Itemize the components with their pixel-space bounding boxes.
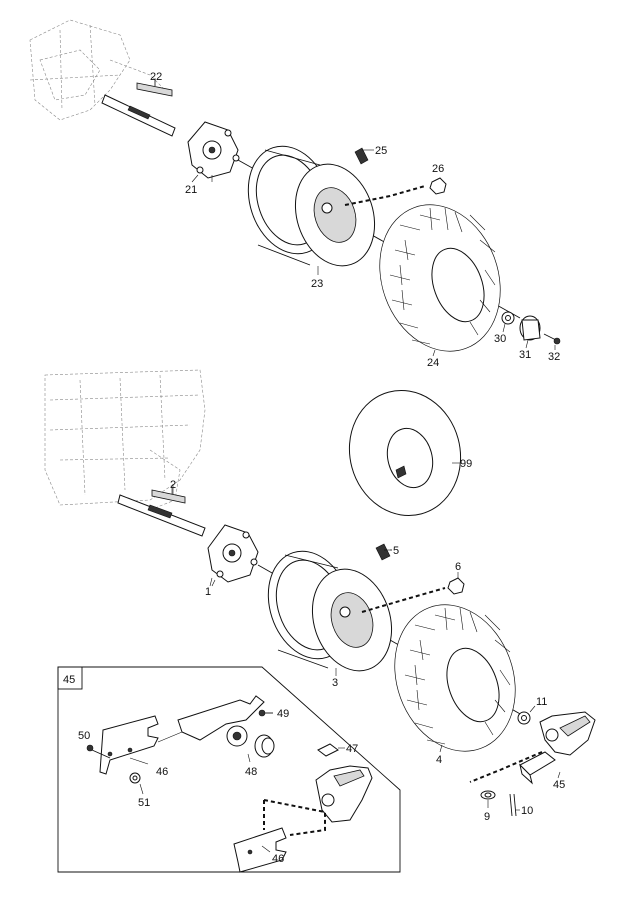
label-5: 5 <box>393 545 399 557</box>
label-3: 3 <box>332 677 338 689</box>
top-washer-30 <box>501 311 515 325</box>
inset-hinge-plate-46a <box>99 715 159 775</box>
inset-nut-51 <box>129 772 141 784</box>
top-cap-31 <box>519 315 541 341</box>
label-23: 23 <box>311 278 323 290</box>
inner-tube-99 <box>348 390 462 516</box>
label-49: 49 <box>277 708 289 720</box>
inset-bracket-plate <box>315 765 373 823</box>
bottom-rim-3 <box>267 550 393 672</box>
label-1: 1 <box>205 586 211 598</box>
label-31: 31 <box>519 349 531 361</box>
callout-labels: 22 21 25 26 23 24 30 31 32 99 2 5 6 1 3 … <box>63 71 565 865</box>
washer-9 <box>480 790 496 800</box>
washer-11 <box>517 711 531 725</box>
caster-bracket-45 <box>469 711 596 785</box>
bottom-tire-4 <box>394 604 516 752</box>
bottom-hub-1 <box>207 524 259 587</box>
label-25: 25 <box>375 145 387 157</box>
inset-caster-arm <box>157 695 265 747</box>
pin-10 <box>509 793 517 817</box>
label-24: 24 <box>427 357 439 369</box>
label-11: 11 <box>536 696 547 708</box>
top-hub-21 <box>187 121 240 182</box>
top-lug-nut-26 <box>344 177 447 206</box>
inset-screw-49 <box>258 709 273 717</box>
label-4: 4 <box>436 754 442 766</box>
label-9: 9 <box>484 811 490 823</box>
inset-bushing-48 <box>254 734 275 758</box>
top-valve-25 <box>354 147 374 165</box>
label-32: 32 <box>548 351 560 363</box>
label-99: 99 <box>460 458 472 470</box>
label-6: 6 <box>455 561 461 573</box>
bottom-valve-5 <box>375 543 392 561</box>
label-30: 30 <box>494 333 506 345</box>
label-26: 26 <box>432 163 444 175</box>
label-10: 10 <box>521 805 533 817</box>
label-47: 47 <box>346 743 358 755</box>
label-45: 45 <box>553 779 565 791</box>
label-21: 21 <box>185 184 197 196</box>
label-50: 50 <box>78 730 90 742</box>
inset-box <box>57 666 401 873</box>
inset-hinge-plate-46b <box>233 799 326 873</box>
label-51: 51 <box>138 797 150 809</box>
label-22: 22 <box>150 71 162 83</box>
label-46-b: 46 <box>272 853 284 865</box>
leader-lines <box>129 79 561 853</box>
top-frame-ghost <box>29 19 171 121</box>
label-46-a: 46 <box>156 766 168 778</box>
label-48: 48 <box>245 766 257 778</box>
top-axle-shaft <box>101 94 176 137</box>
bottom-axle-shaft <box>117 494 206 537</box>
top-tire-24 <box>379 204 501 352</box>
bottom-frame-ghost <box>44 369 206 511</box>
inset-bolt-50 <box>86 744 111 759</box>
bottom-lug-nut-6 <box>361 577 465 613</box>
top-rim-23 <box>247 145 376 267</box>
label-2: 2 <box>170 479 176 491</box>
bottom-key-2 <box>151 488 186 504</box>
top-bolt-32 <box>543 333 561 345</box>
label-45-box: 45 <box>63 674 75 686</box>
inset-clip-47 <box>317 743 339 757</box>
